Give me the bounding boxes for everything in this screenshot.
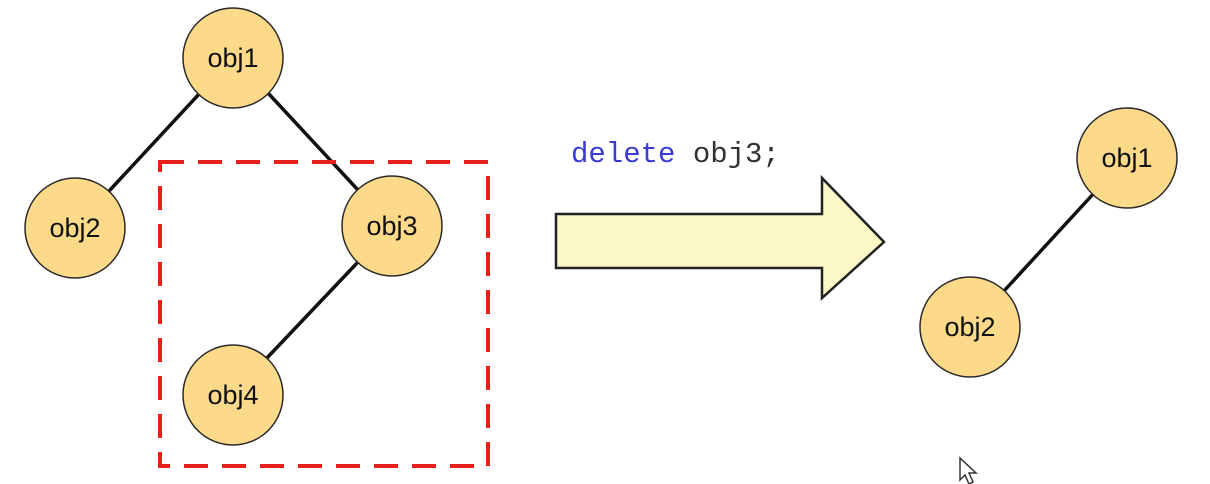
before-node-obj3: obj3 [341,175,443,277]
delete-keyword: delete [571,138,675,171]
before-tree-nodes: obj1 obj2 obj3 obj4 [24,7,443,446]
mouse-cursor-icon [959,456,978,484]
before-node-obj4: obj4 [182,344,284,446]
before-node-obj1-label: obj1 [207,43,258,73]
after-node-obj1: obj1 [1076,107,1178,209]
delete-statement: delete obj3; [571,138,780,171]
after-node-obj1-label: obj1 [1101,143,1152,173]
after-tree-nodes: obj1 obj2 [919,107,1178,378]
edge-obj1-obj2 [108,91,202,192]
before-node-obj3-label: obj3 [366,211,417,241]
edge-after-obj1-obj2 [1001,190,1097,294]
deleted-subtree-box [158,160,490,468]
before-tree-edges [108,91,360,362]
before-node-obj4-label: obj4 [207,380,258,410]
before-node-obj1: obj1 [182,7,284,109]
edge-obj1-obj3 [266,91,360,192]
before-node-obj2: obj2 [24,177,126,279]
before-node-obj2-label: obj2 [49,213,100,243]
edge-obj3-obj4 [263,260,360,362]
right-arrow-icon [554,174,886,301]
delete-operand: obj3; [675,138,779,171]
after-node-obj2: obj2 [919,276,1021,378]
after-node-obj2-label: obj2 [944,312,995,342]
